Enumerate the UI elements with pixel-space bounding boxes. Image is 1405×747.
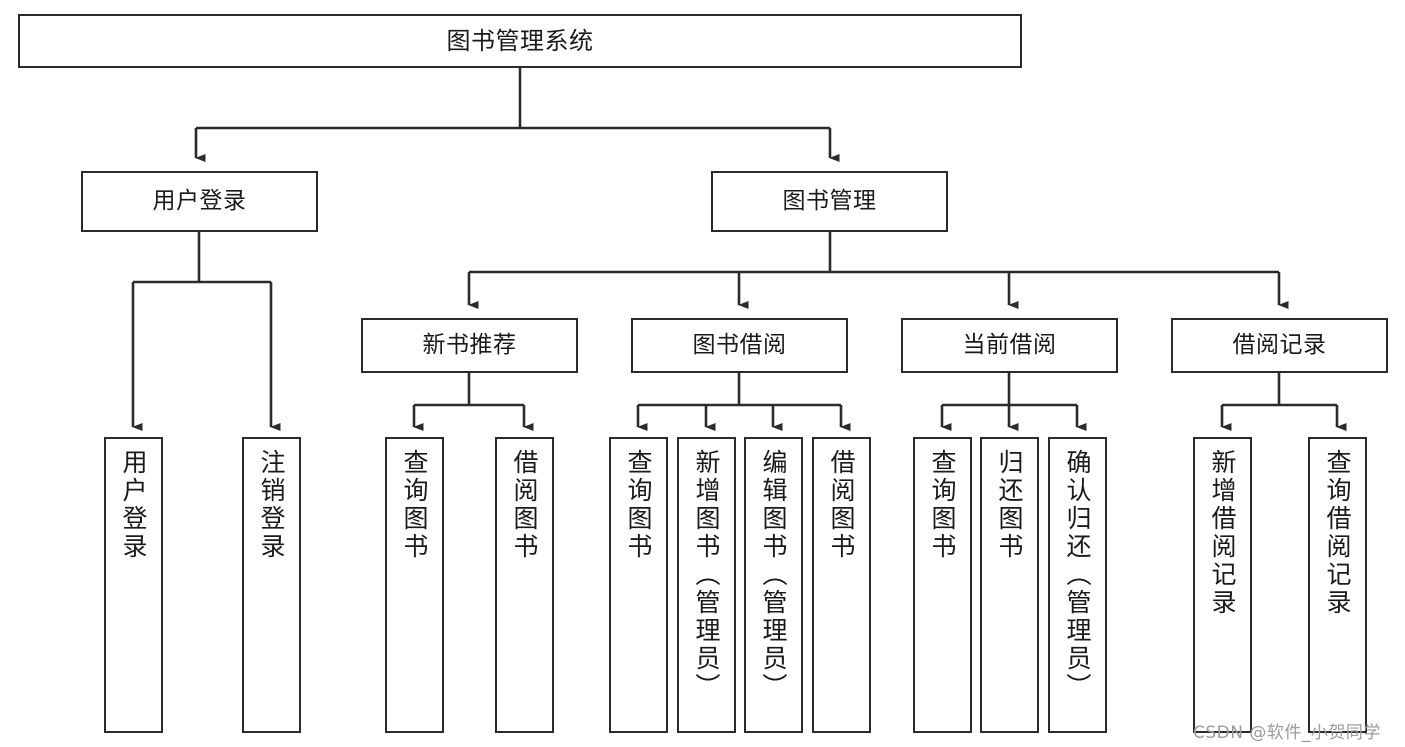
node-label: 图书管理系统: [446, 26, 594, 55]
node-label: 借阅图书: [510, 449, 539, 561]
node-label: 用户登录: [152, 187, 247, 214]
leaf-user-login-signin[interactable]: 用户登录: [104, 437, 163, 733]
node-label: 借阅图书: [827, 449, 856, 561]
leaf-borrow-edit-book-admin[interactable]: 编辑图书（管理员）: [744, 437, 803, 733]
node-label: 归还图书: [995, 449, 1024, 561]
node-user-login[interactable]: 用户登录: [81, 171, 318, 232]
node-root-system[interactable]: 图书管理系统: [18, 14, 1022, 68]
node-book-borrow[interactable]: 图书借阅: [631, 318, 848, 373]
node-label: 查询图书: [624, 449, 653, 561]
leaf-recommend-borrow-book[interactable]: 借阅图书: [495, 437, 554, 733]
leaf-record-add-record[interactable]: 新增借阅记录: [1193, 437, 1252, 733]
node-label: 图书管理: [782, 187, 877, 214]
leaf-current-return-book[interactable]: 归还图书: [980, 437, 1039, 733]
node-label: 查询图书: [400, 449, 429, 561]
leaf-current-confirm-return-admin[interactable]: 确认归还（管理员）: [1048, 437, 1107, 733]
node-new-book-recommend[interactable]: 新书推荐: [361, 318, 578, 373]
node-current-borrow[interactable]: 当前借阅: [901, 318, 1118, 373]
node-label: 借阅记录: [1232, 331, 1327, 358]
node-label: 新书推荐: [422, 331, 517, 358]
node-label: 查询图书: [928, 449, 957, 561]
node-label: 注销登录: [257, 449, 286, 561]
node-label: 当前借阅: [962, 331, 1057, 358]
node-book-management[interactable]: 图书管理: [711, 171, 948, 232]
node-label: 编辑图书（管理员）: [759, 449, 788, 701]
node-label: 用户登录: [119, 449, 148, 561]
csdn-watermark: CSDN @软件_小贺同学: [1193, 723, 1381, 743]
leaf-user-login-signout[interactable]: 注销登录: [242, 437, 301, 733]
leaf-borrow-add-book-admin[interactable]: 新增图书（管理员）: [677, 437, 736, 733]
node-label: 新增借阅记录: [1208, 449, 1237, 617]
node-label: 图书借阅: [692, 331, 787, 358]
leaf-recommend-query-book[interactable]: 查询图书: [385, 437, 444, 733]
node-label: 新增图书（管理员）: [692, 449, 721, 701]
leaf-borrow-borrow-book[interactable]: 借阅图书: [812, 437, 871, 733]
leaf-current-query-book[interactable]: 查询图书: [913, 437, 972, 733]
node-label: 查询借阅记录: [1323, 449, 1352, 617]
leaf-borrow-query-book[interactable]: 查询图书: [609, 437, 668, 733]
node-borrow-record[interactable]: 借阅记录: [1171, 318, 1388, 373]
leaf-record-query-record[interactable]: 查询借阅记录: [1308, 437, 1367, 733]
node-label: 确认归还（管理员）: [1063, 449, 1092, 701]
